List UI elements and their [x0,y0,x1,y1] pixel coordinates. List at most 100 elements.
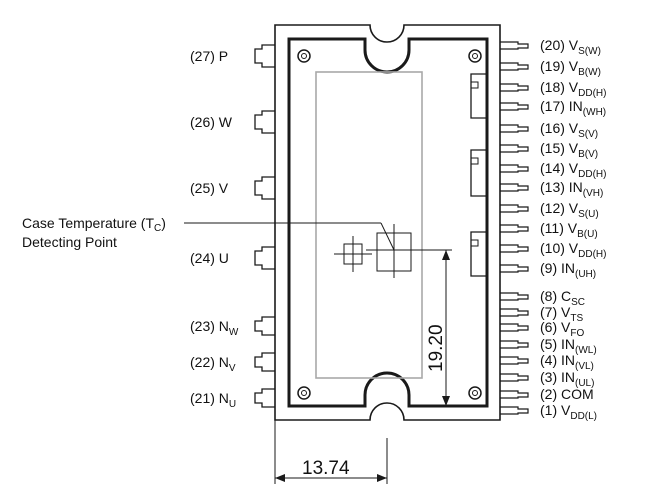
lead-groove-tab [471,81,479,89]
pin-label: (8) CSC [540,288,585,308]
right-pin-lead [500,124,529,133]
right-pin-4: (17) IN(WH) [500,98,606,118]
right-pin-lead [500,62,529,71]
right-pin-lead [500,164,529,173]
right-pin-lead [500,264,529,273]
mounting-hole-bottom-right-inner [472,390,478,396]
right-pin-13: (8) CSC [500,288,585,308]
dim-vertical-arrow-bottom [442,396,450,406]
dim-horizontal-arrow-right [377,474,387,482]
right-pin-lead [500,406,529,415]
right-pin-lead [500,292,529,301]
right-pin-9: (12) VS(U) [500,200,599,220]
right-pin-3: (18) VDD(H) [500,79,606,99]
mounting-hole-top-right [468,49,482,63]
right-pin-14: (7) VTS [500,304,583,324]
pin-label: (4) IN(VL) [540,352,594,372]
pin-label: (2) COM [540,386,594,402]
right-pin-lead [500,308,529,317]
left-pin-lead [254,316,275,336]
pin-label: (1) VDD(L) [540,402,597,422]
left-pin-lead [254,110,275,134]
right-pin-12: (9) IN(UH) [500,260,596,280]
right-pin-lead [500,183,529,192]
right-pin-16: (5) IN(WL) [500,336,597,356]
case-temp-label-line2: Detecting Point [22,234,117,250]
pin-label: (21) NU [190,390,236,410]
pin-label: (19) VB(W) [540,58,601,78]
right-pin-lead [500,373,529,382]
pin-label: (12) VS(U) [540,200,599,220]
right-pin-lead [500,144,529,153]
right-pin-2: (19) VB(W) [500,58,601,78]
right-pin-group: (20) VS(W)(19) VB(W)(18) VDD(H)(17) IN(W… [470,37,606,422]
right-pin-5: (16) VS(V) [500,120,598,140]
left-pin-6: (22) NV [190,352,275,374]
pin-label: (23) NW [190,318,239,338]
pin-label: (13) IN(VH) [540,179,603,199]
left-pin-3: (25) V [190,176,275,200]
right-pin-lead [500,323,529,332]
mounting-hole-top-left [297,49,311,63]
right-pin-lead [500,224,529,233]
lead-groove-tab [471,239,479,247]
mounting-hole-bottom-left-inner [301,390,307,396]
left-pin-lead [254,388,275,408]
right-pin-lead [500,244,529,253]
package-body [274,24,501,421]
lead-groove-2 [470,149,487,197]
left-pin-1: (27) P [190,44,275,68]
left-pin-lead [254,246,275,270]
pin-label: (6) VFO [540,319,584,339]
lead-groove-tab [471,157,479,165]
left-pin-lead [254,176,275,200]
package-inner-outline [287,37,489,408]
pin-label: (11) VB(U) [540,220,598,240]
right-pin-lead [500,340,529,349]
left-pin-7: (21) NU [190,388,275,410]
heatsink-area [315,71,423,379]
left-pin-5: (23) NW [190,316,275,338]
case-temp-label: Case Temperature (TC) [22,215,166,234]
case-temp-leader-diag [380,222,395,251]
pin-label: (9) IN(UH) [540,260,596,280]
pin-label: (3) IN(UL) [540,369,594,389]
right-pin-19: (2) COM [500,386,594,402]
lead-groove-3 [470,231,487,277]
pin-label: (27) P [190,48,228,64]
left-pin-group: (27) P (26) W (25) V (24) U (23) NW (22) NV (2… [190,44,275,410]
pin-label: (22) NV [190,354,236,374]
right-pin-20: (1) VDD(L) [500,402,597,422]
pin-label: (26) W [190,114,233,130]
right-pin-lead [500,83,529,92]
right-pin-17: (4) IN(VL) [500,352,594,372]
right-pin-lead [500,390,529,399]
left-pin-4: (24) U [190,246,275,270]
dim-vertical-label: 19.20 [426,324,447,372]
pin-label: (25) V [190,180,229,196]
mounting-hole-bottom-left [297,386,311,400]
pin-label: (16) VS(V) [540,120,598,140]
mounting-hole-top-left-inner [301,53,307,59]
pin-label: (10) VDD(H) [540,240,606,260]
right-pin-18: (3) IN(UL) [500,369,594,389]
dim-horizontal-arrow-left [275,474,285,482]
pin-label: (15) VB(V) [540,140,598,160]
pin-label: (17) IN(WH) [540,98,606,118]
right-pin-8: (13) IN(VH) [500,179,603,199]
right-pin-7: (14) VDD(H) [500,160,606,180]
right-pin-10: (11) VB(U) [500,220,598,240]
pin-label: (14) VDD(H) [540,160,606,180]
dim-horizontal-label: 13.74 [302,458,350,479]
pin-label: (18) VDD(H) [540,79,606,99]
lead-groove-1 [470,73,487,119]
right-pin-lead [500,41,529,50]
right-pin-lead [500,204,529,213]
left-pin-lead [254,44,275,68]
pin-label: (20) VS(W) [540,37,601,57]
right-pin-6: (15) VB(V) [500,140,598,160]
right-pin-11: (10) VDD(H) [500,240,606,260]
right-pin-lead [500,102,529,111]
right-pin-15: (6) VFO [500,319,584,339]
